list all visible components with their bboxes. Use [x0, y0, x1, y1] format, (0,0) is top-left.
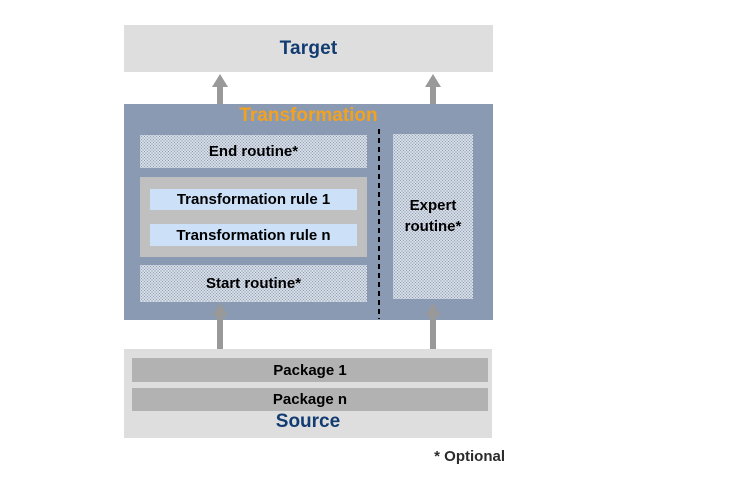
start-routine-box: Start routine* [140, 265, 367, 302]
dashed-separator-line [378, 129, 380, 319]
end-routine-label: End routine* [208, 143, 299, 160]
arrow-tail [217, 86, 223, 109]
package-1-label: Package 1 [273, 361, 347, 379]
transformation-rule-1-label: Transformation rule 1 [176, 191, 331, 208]
arrow-head [425, 303, 441, 316]
optional-footnote: * Optional [434, 448, 505, 465]
target-label: Target [279, 37, 338, 59]
package-n-box: Package n [132, 388, 488, 411]
expert-routine-label: Expert routine* [404, 197, 462, 235]
start-routine-label: Start routine* [205, 275, 301, 292]
expert-routine-box: Expert routine* [393, 134, 473, 299]
arrow-tail [430, 315, 436, 349]
transformation-rule-1-box: Transformation rule 1 [150, 189, 357, 210]
package-n-label: Package n [272, 391, 348, 408]
transformation-label: Transformation [239, 105, 378, 126]
package-1-box: Package 1 [132, 358, 488, 382]
transformation-rule-n-box: Transformation rule n [150, 224, 357, 246]
source-label: Source [275, 411, 341, 432]
arrow-tail [430, 86, 436, 109]
end-routine-box: End routine* [140, 135, 367, 168]
arrow-tail [217, 315, 223, 349]
transformation-rule-n-label: Transformation rule n [176, 226, 331, 244]
arrow-head [212, 74, 228, 87]
arrow-head [212, 303, 228, 316]
target-box: Target [124, 25, 493, 72]
arrow-head [425, 74, 441, 87]
